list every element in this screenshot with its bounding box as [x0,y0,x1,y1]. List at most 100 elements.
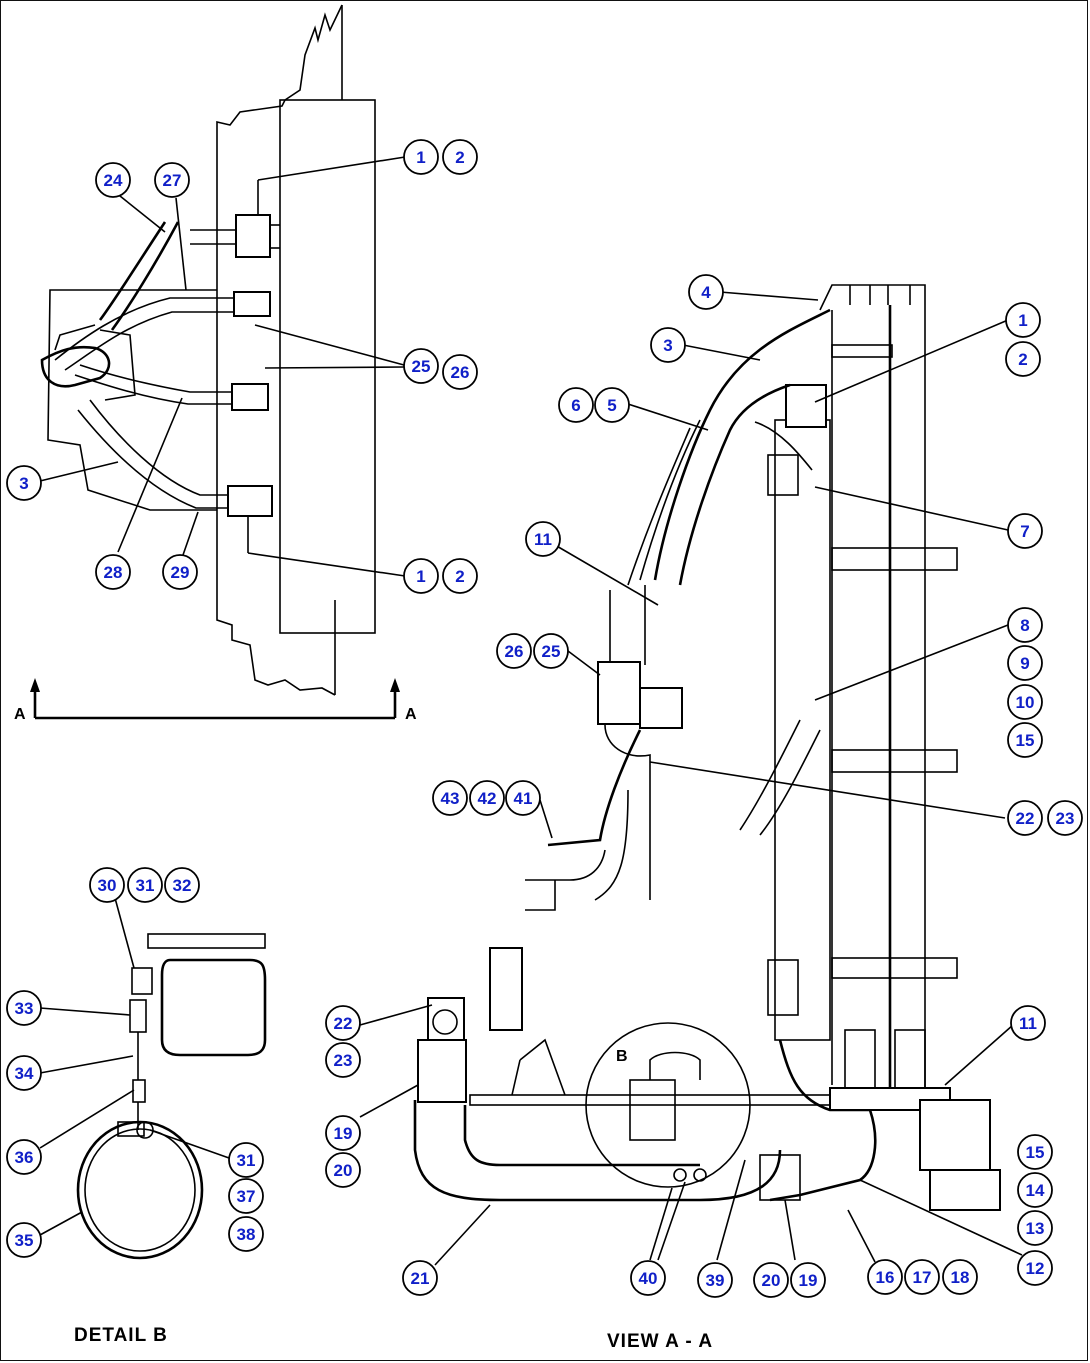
callout-number: 22 [1016,809,1035,828]
view-aa-drawing [359,284,1023,1266]
callout-circle [558,387,594,423]
callout-circle [127,867,163,903]
callout-circle [432,780,468,816]
callout-number: 21 [411,1269,430,1288]
view-aa-caption: VIEW A - A [607,1331,713,1352]
callout-top-left-8: 29 [162,554,198,590]
callout-detail-7: 37 [228,1178,264,1214]
callout-circle [442,139,478,175]
callout-number: 11 [1019,1014,1037,1033]
callout-detail-4: 34 [6,1055,42,1091]
callout-number: 15 [1026,1143,1045,1162]
callout-circle [1007,513,1043,549]
callout-top-left-10: 2 [442,558,478,594]
callout-view-1: 3 [650,327,686,363]
callout-number: 43 [441,789,460,808]
callout-detail-5: 36 [6,1139,42,1175]
callout-number: 18 [951,1268,970,1287]
callout-view-18: 23 [1047,800,1083,836]
callout-circle [1047,800,1083,836]
callout-number: 1 [416,567,425,586]
callout-number: 3 [19,474,28,493]
callout-top-left-2: 24 [95,162,131,198]
callout-number: 7 [1020,522,1029,541]
callout-top-left-6: 3 [6,465,42,501]
callout-circle [325,1115,361,1151]
detail-b-caption: DETAIL B [74,1325,168,1346]
plan-view-drawing [30,4,406,720]
callout-view-12: 10 [1007,684,1043,720]
callout-circle [325,1152,361,1188]
callout-circle [402,1260,438,1296]
callout-number: 33 [15,999,34,1018]
callout-circle [904,1259,940,1295]
callout-circle [442,354,478,390]
callout-number: 32 [173,876,192,895]
callout-number: 41 [514,789,533,808]
callout-number: 24 [104,171,123,190]
callout-circle [496,633,532,669]
callout-circle [89,867,125,903]
callout-view-9: 25 [533,633,569,669]
callout-circle [1017,1250,1053,1286]
callout-circle [867,1259,903,1295]
callout-top-left-0: 1 [403,139,439,175]
callout-detail-9: 35 [6,1222,42,1258]
callout-circle [469,780,505,816]
callout-view-6: 7 [1007,513,1043,549]
callout-view-19: 11 [1010,1005,1046,1041]
callout-circle [95,162,131,198]
callout-circle [688,274,724,310]
callout-top-left-7: 28 [95,554,131,590]
callout-view-17: 22 [1007,800,1043,836]
callout-circle [1010,1005,1046,1041]
callout-circle [697,1262,733,1298]
callout-circle [525,521,561,557]
callout-number: 20 [334,1161,353,1180]
callout-number: 17 [913,1268,932,1287]
callout-number: 4 [701,283,711,302]
callout-circle [6,1222,42,1258]
callout-number: 15 [1016,731,1035,750]
callout-number: 35 [15,1231,34,1250]
callout-number: 37 [237,1187,256,1206]
callout-view-0: 4 [688,274,724,310]
callout-circle [1007,607,1043,643]
callout-circle [505,780,541,816]
callout-circle [154,162,190,198]
callout-view-2: 1 [1005,302,1041,338]
callout-number: 29 [171,563,190,582]
callout-circle [403,348,439,384]
callout-detail-6: 31 [228,1142,264,1178]
callout-number: 6 [571,396,580,415]
callout-detail-8: 38 [228,1216,264,1252]
callout-view-27: 12 [1017,1250,1053,1286]
callout-circle [228,1216,264,1252]
callout-view-33: 16 [867,1259,903,1295]
callout-circle [403,558,439,594]
callout-top-left-3: 27 [154,162,190,198]
callout-number: 19 [799,1271,818,1290]
callout-number: 30 [98,876,117,895]
callout-view-29: 40 [630,1260,666,1296]
callout-number: 25 [412,357,431,376]
callout-number: 11 [534,530,552,549]
callout-circle [1007,800,1043,836]
callout-detail-1: 31 [127,867,163,903]
callout-view-3: 2 [1005,341,1041,377]
callout-number: 14 [1026,1181,1045,1200]
callout-number: 1 [416,148,425,167]
callout-view-26: 13 [1017,1210,1053,1246]
callout-detail-2: 32 [164,867,200,903]
callout-view-7: 11 [525,521,561,557]
callout-top-left-5: 26 [442,354,478,390]
callout-view-20: 22 [325,1005,361,1041]
callout-top-left-4: 25 [403,348,439,384]
callout-number: 20 [762,1271,781,1290]
callout-circle [1005,302,1041,338]
callout-view-15: 42 [469,780,505,816]
callout-circle [6,1139,42,1175]
callout-number: 34 [15,1064,34,1083]
callout-number: 12 [1026,1259,1045,1278]
